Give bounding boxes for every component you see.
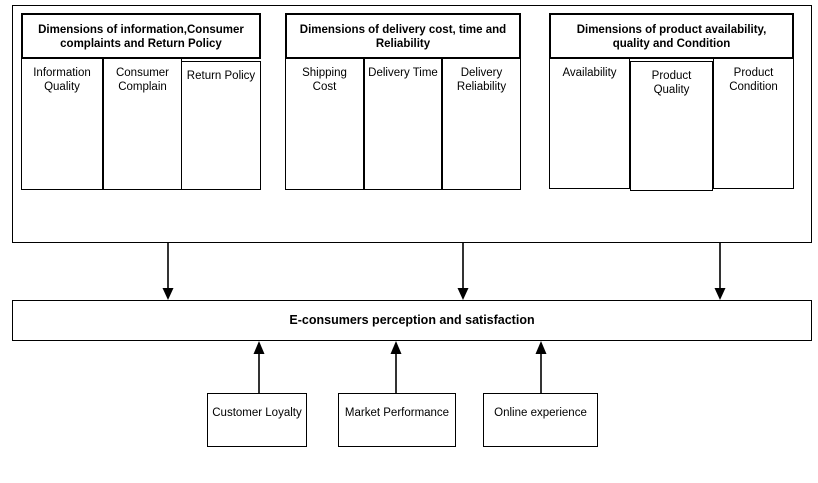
perception-banner-label: E-consumers perception and satisfaction	[289, 313, 535, 327]
group-3-item-2-label: Product Condition	[729, 67, 778, 94]
outcome-box-online-experience: Online experience	[483, 393, 598, 447]
perception-banner-box: E-consumers perception and satisfaction	[12, 300, 812, 341]
group-3-item-1-label: Product Quality	[651, 70, 692, 97]
group-2-item-0-label: Shipping Cost	[302, 67, 347, 94]
group-1-item-0-box: Information Quality	[21, 58, 103, 190]
group-3-header-box: Dimensions of product availability, qual…	[549, 13, 794, 59]
arrow-up-3	[533, 341, 549, 393]
group-2-item-2-box: Delivery Reliability	[442, 58, 521, 190]
group-1-item-2-box: Return Policy	[181, 61, 261, 190]
group-3-header-label: Dimensions of product availability, qual…	[576, 24, 767, 51]
outcome-label-market-performance: Market Performance	[344, 407, 450, 419]
arrow-up-1	[251, 341, 267, 393]
group-2-item-0-box: Shipping Cost	[285, 58, 364, 190]
group-2-header-box: Dimensions of delivery cost, time and Re…	[285, 13, 521, 59]
outcome-label-customer-loyalty: Customer Loyalty	[212, 407, 302, 419]
arrow-down-2	[455, 243, 471, 301]
group-2-header-label: Dimensions of delivery cost, time and Re…	[299, 24, 507, 51]
group-3-item-0-label: Availability	[562, 67, 617, 79]
group-1-item-2-label: Return Policy	[186, 70, 256, 82]
outcome-box-customer-loyalty: Customer Loyalty	[207, 393, 307, 447]
group-3-item-1-box: Product Quality	[630, 61, 713, 191]
arrow-down-1	[160, 243, 176, 301]
group-2-item-1-label: Delivery Time	[368, 67, 438, 79]
arrow-down-3	[712, 243, 728, 301]
arrow-up-2	[388, 341, 404, 393]
group-1-header-label: Dimensions of information,Consumer compl…	[38, 24, 244, 51]
group-1-item-1-label: Consumer Complain	[115, 67, 170, 94]
group-3-item-0-box: Availability	[549, 58, 630, 189]
outcome-box-market-performance: Market Performance	[338, 393, 456, 447]
group-1-item-0-label: Information Quality	[33, 67, 91, 94]
outcome-label-online-experience: Online experience	[494, 407, 587, 419]
group-3-item-2-box: Product Condition	[713, 58, 794, 189]
group-2-item-2-label: Delivery Reliability	[456, 67, 507, 94]
group-1-header-box: Dimensions of information,Consumer compl…	[21, 13, 261, 59]
group-1-item-1-box: Consumer Complain	[103, 58, 182, 190]
group-2-item-1-box: Delivery Time	[364, 58, 442, 190]
